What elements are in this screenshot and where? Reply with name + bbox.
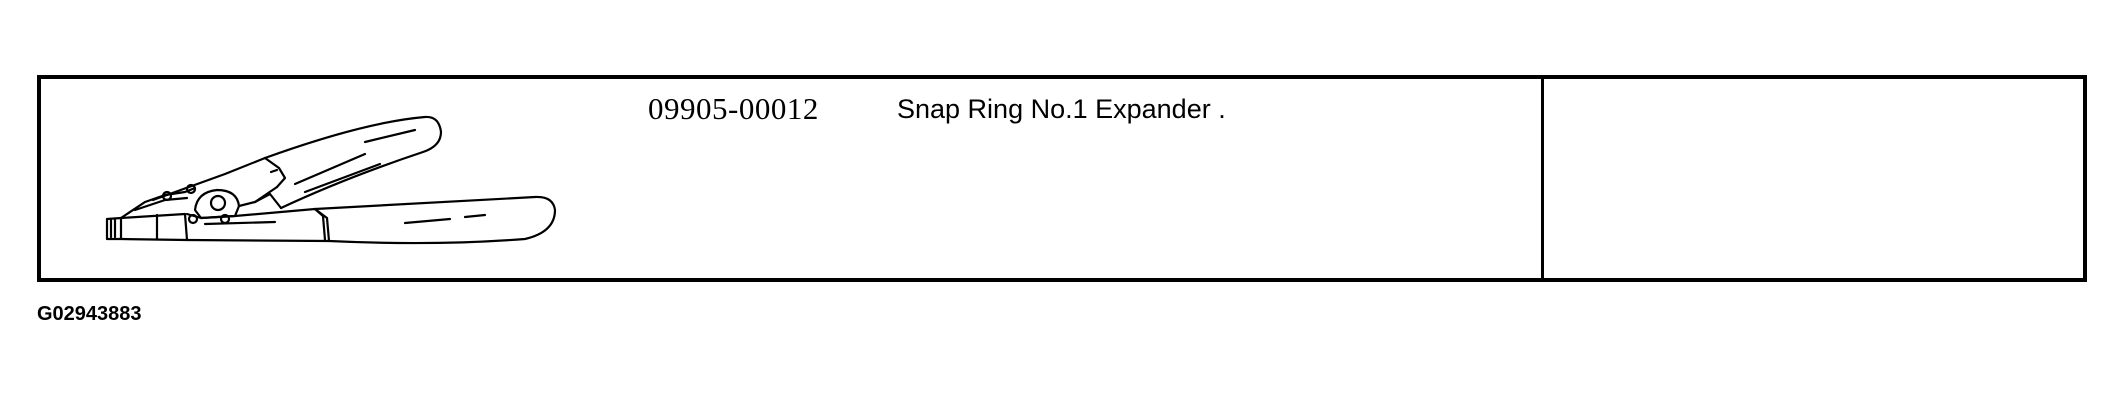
figure-id: G02943883 bbox=[37, 303, 142, 325]
part-number: 09905-00012 bbox=[648, 91, 819, 126]
special-tool-table-row: 09905-00012 Snap Ring No.1 Expander . bbox=[37, 75, 2087, 282]
tool-name: Snap Ring No.1 Expander . bbox=[897, 94, 1226, 124]
snap-ring-pliers-icon bbox=[105, 115, 557, 245]
column-divider bbox=[1541, 79, 1544, 278]
notes-cell bbox=[1544, 79, 2083, 278]
